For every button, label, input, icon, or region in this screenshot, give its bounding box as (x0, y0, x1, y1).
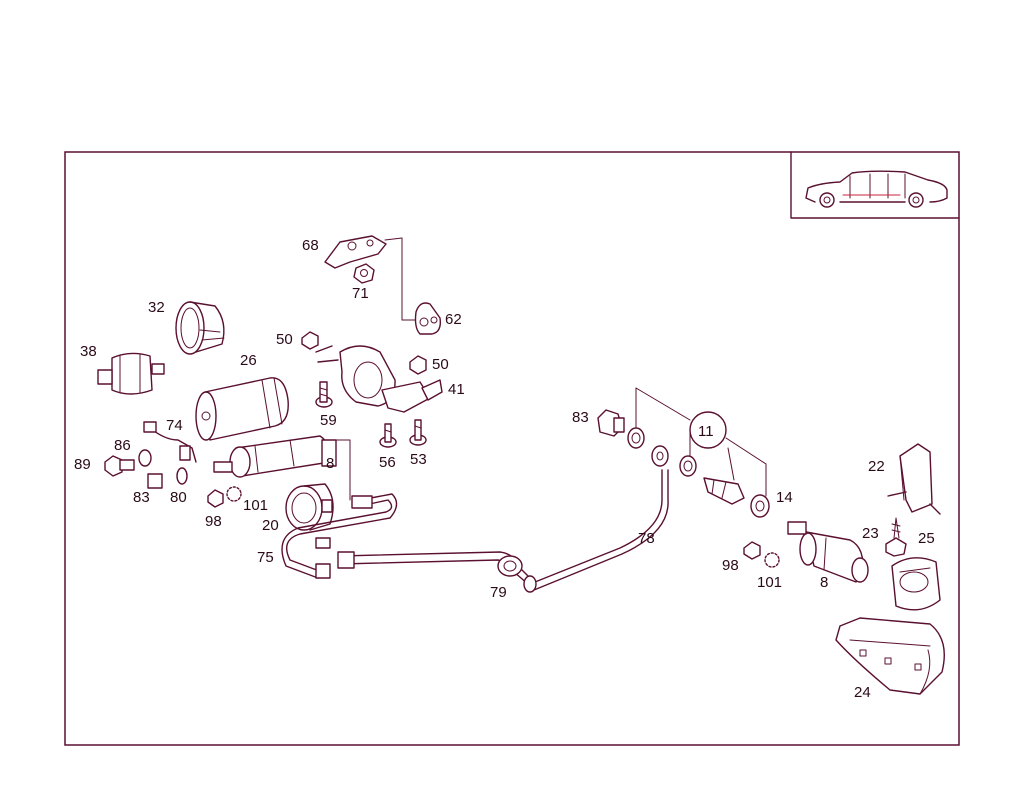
part-20-holder (285, 483, 334, 531)
label-59: 59 (320, 412, 337, 429)
label-32: 32 (148, 299, 165, 316)
part-68-bracket (324, 235, 417, 321)
part-75-line (281, 493, 398, 579)
label-98-a: 98 (205, 513, 222, 530)
callout-11-circle (689, 411, 727, 449)
label-8-b: 8 (820, 574, 828, 591)
label-22: 22 (868, 458, 885, 475)
label-83-a: 83 (133, 489, 150, 506)
part-98-nut-b (743, 541, 761, 560)
part-80-washer (176, 467, 188, 485)
label-56: 56 (379, 454, 396, 471)
part-26-filter (195, 377, 289, 441)
label-74: 74 (166, 417, 183, 434)
diagram-frame (64, 151, 960, 746)
part-101-ring-b (764, 552, 780, 568)
part-25-clamp (891, 557, 941, 611)
label-101-a: 101 (243, 497, 268, 514)
label-75: 75 (257, 549, 274, 566)
label-26: 26 (240, 352, 257, 369)
part-101-ring-a (226, 486, 242, 502)
part-79-grommet (337, 551, 533, 585)
part-23-screw (885, 517, 907, 557)
part-78-hose (523, 445, 669, 593)
label-101-b: 101 (757, 574, 782, 591)
part-71-nut (353, 263, 375, 284)
label-89: 89 (74, 456, 91, 473)
label-23: 23 (862, 525, 879, 542)
washer-right-a (627, 427, 645, 449)
part-83-fitting-a (147, 473, 163, 489)
part-83-fitting-b (597, 409, 625, 437)
part-8-pump-b (787, 521, 869, 583)
part-14-washer (750, 494, 770, 518)
label-24: 24 (854, 684, 871, 701)
part-53-bolt (409, 419, 427, 446)
part-50-nut-b (409, 355, 427, 375)
part-89-bolt (104, 455, 135, 477)
label-53: 53 (410, 451, 427, 468)
part-8-pump-a (213, 435, 351, 501)
part-86-washer (138, 449, 152, 467)
label-83-b: 83 (572, 409, 589, 426)
label-62: 62 (445, 311, 462, 328)
part-50-nut-a (301, 331, 319, 350)
label-11: 11 (698, 423, 714, 440)
callout-labels: 68 71 62 32 50 38 26 50 41 59 74 86 89 8… (74, 237, 935, 701)
part-62-rubber (414, 302, 442, 335)
part-41-bracket (421, 379, 443, 401)
vehicle-inset (790, 151, 960, 219)
label-78: 78 (638, 530, 655, 547)
washer-right-b (679, 455, 697, 477)
label-50-a: 50 (276, 331, 293, 348)
label-50-b: 50 (432, 356, 449, 373)
label-25: 25 (918, 530, 935, 547)
label-8-a: 8 (326, 455, 334, 472)
label-20: 20 (262, 517, 279, 534)
label-41: 41 (448, 381, 465, 398)
part-56-bolt (379, 423, 397, 448)
part-59-bolt (315, 381, 333, 408)
part-24-cover (835, 617, 945, 695)
label-98-b: 98 (722, 557, 739, 574)
check-valve (703, 477, 745, 505)
part-32-ring (175, 301, 225, 355)
part-74-hose (143, 421, 197, 463)
label-86: 86 (114, 437, 131, 454)
label-38: 38 (80, 343, 97, 360)
label-79: 79 (490, 584, 507, 601)
callout-11-leaders (635, 387, 767, 497)
clamp-assembly (315, 345, 431, 413)
part-98-nut-a (207, 489, 224, 508)
label-80: 80 (170, 489, 187, 506)
label-14: 14 (776, 489, 793, 506)
label-71: 71 (352, 285, 369, 302)
part-38-accumulator (97, 352, 165, 395)
part-22-bracket (887, 443, 941, 515)
label-68: 68 (302, 237, 319, 254)
